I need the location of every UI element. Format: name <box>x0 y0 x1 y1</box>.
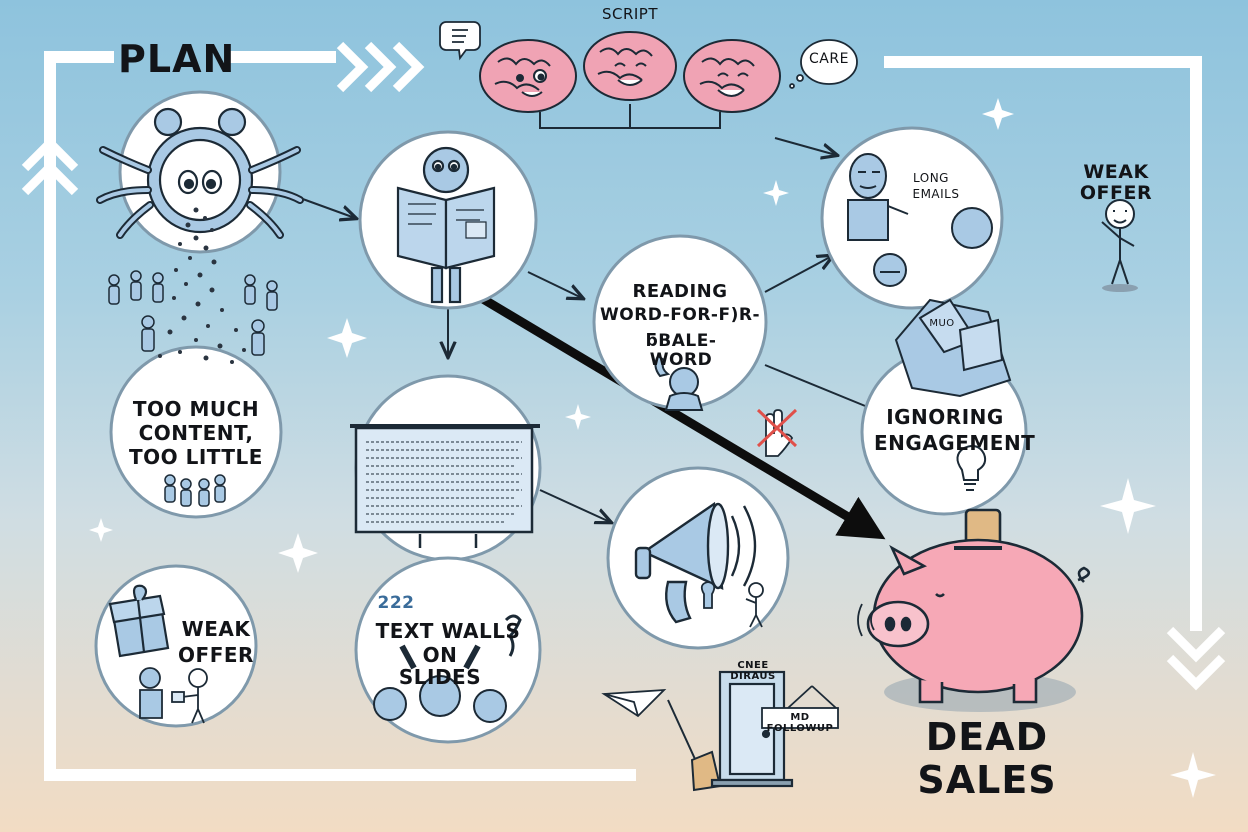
bale-word-label: ƃBALE-WORD <box>645 331 717 371</box>
weak-label: WEAK <box>181 617 251 641</box>
lightbulb-icon <box>956 445 987 491</box>
count-label: 222 <box>377 593 415 613</box>
paper-pile-icon <box>894 298 1012 398</box>
piggy-bank-icon <box>857 508 1091 712</box>
engagement-label: ENGAGEMENT <box>874 431 1036 455</box>
paper-plane-icon <box>601 688 667 718</box>
emails-label: EMAILS <box>912 187 960 201</box>
brain-icon <box>479 31 781 113</box>
stressed-reader <box>654 354 704 411</box>
double-chevron-right-icon <box>336 41 425 93</box>
reading-label: READING <box>632 281 728 302</box>
no-followup-label: MD FOLLOWUP <box>766 712 834 735</box>
book-icon <box>396 146 496 304</box>
long-label: LONG <box>913 171 949 185</box>
content-label: CONTENT, <box>138 421 254 445</box>
word-for-label: WORD-FOR-F)R- <box>599 305 760 325</box>
double-chevron-down-icon <box>1166 626 1226 691</box>
no-followup-sign <box>761 685 839 729</box>
door-sign-label: CNEE DIRAUS <box>730 660 776 683</box>
broom-icon <box>667 699 722 792</box>
content-particles <box>148 207 246 364</box>
waving-figure <box>1101 199 1138 292</box>
alarm-clock-icon <box>96 107 304 239</box>
offer-exchange-figures <box>139 667 208 724</box>
gift-box-icon <box>108 584 170 658</box>
no-hand-icon <box>756 408 798 457</box>
script-label: SCRIPT <box>601 5 659 23</box>
speech-bubble-list <box>439 21 481 61</box>
speech-bubble-care <box>789 39 858 89</box>
weak-offer-top-label: WEAK OFFER <box>1079 161 1153 205</box>
offer-label: OFFER <box>178 643 254 667</box>
slide-screen <box>350 424 540 548</box>
ignoring-label: IGNORING <box>886 405 1004 429</box>
sparkle-icon <box>89 98 1216 798</box>
plan-heading: PLAN <box>118 37 236 81</box>
on-slides-label: ON SLIDES <box>398 643 482 690</box>
dead-sales-heading: DEAD SALES <box>917 715 1057 802</box>
small-figures <box>700 581 764 628</box>
megaphone-icon <box>634 501 757 624</box>
audience-people <box>108 270 278 507</box>
long-emails-scene <box>847 153 993 287</box>
white-frame <box>44 51 1202 781</box>
too-little-label: TOO LITTLE <box>129 445 263 469</box>
text-walls-label: TEXT WALLS <box>375 619 521 643</box>
too-much-label: TOO MUCH <box>132 397 260 421</box>
frustrated-crowd <box>373 614 522 723</box>
double-chevron-up-icon <box>21 136 79 196</box>
care-label: CARE <box>809 51 849 67</box>
mud-box-label: MUO <box>929 318 955 329</box>
